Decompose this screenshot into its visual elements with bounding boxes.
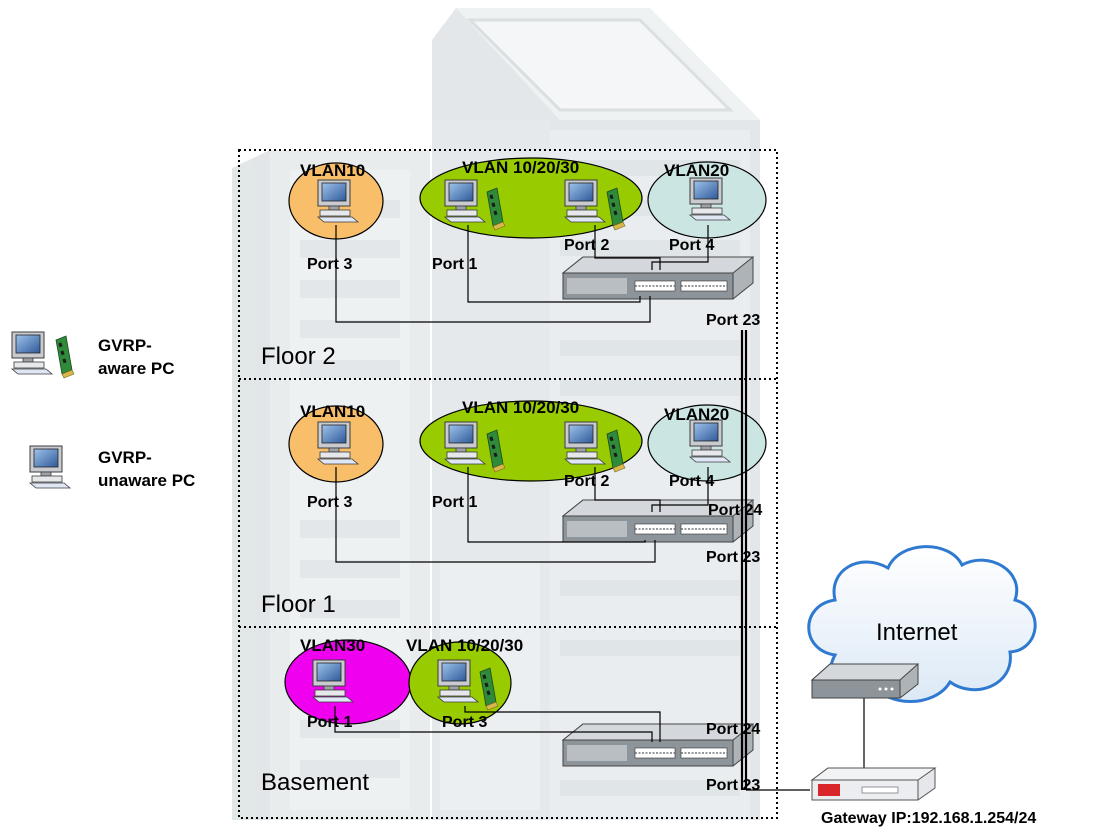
basement-cables bbox=[334, 706, 661, 742]
legend-aware-label: GVRP- aware PC bbox=[98, 334, 175, 380]
vlan-label: VLAN 10/20/30 bbox=[462, 398, 580, 417]
basement bbox=[284, 639, 754, 767]
port-label: Port 23 bbox=[706, 312, 761, 329]
gateway-ip-label: Gateway IP:192.168.1.254/24 bbox=[821, 810, 1037, 827]
floor-label: Floor 2 bbox=[261, 343, 336, 370]
port-label: Port 1 bbox=[307, 714, 353, 731]
vlan-label: VLAN10 bbox=[300, 402, 366, 421]
floor-label: Floor 1 bbox=[261, 591, 336, 618]
switch-icon bbox=[562, 256, 754, 300]
vlan-label: VLAN 10/20/30 bbox=[462, 158, 580, 177]
port-label: Port 3 bbox=[442, 714, 488, 731]
legend-aware-pc-icon bbox=[11, 331, 53, 375]
port-label: Port 1 bbox=[432, 494, 478, 511]
vlan-label: VLAN 10/20/30 bbox=[406, 636, 524, 655]
legend-unaware-line1: GVRP- bbox=[98, 448, 152, 467]
port-label: Port 4 bbox=[669, 473, 715, 490]
vlan-label: VLAN30 bbox=[300, 636, 366, 655]
legend-network-card-icon bbox=[55, 335, 75, 379]
floor2-cables bbox=[335, 225, 709, 323]
gateway-firewall-icon bbox=[810, 767, 937, 801]
router-icon bbox=[810, 663, 920, 699]
port-label: Port 24 bbox=[706, 721, 761, 738]
legend-aware-line1: GVRP- bbox=[98, 336, 152, 355]
port-label: Port 3 bbox=[307, 256, 353, 273]
floor-1 bbox=[288, 400, 767, 563]
internet-label: Internet bbox=[876, 619, 958, 646]
port-label: Port 24 bbox=[708, 502, 763, 519]
internet-cloud-icon bbox=[807, 545, 1037, 703]
port-label: Port 4 bbox=[669, 237, 715, 254]
vlan-label: VLAN20 bbox=[664, 405, 730, 424]
legend-aware-line2: aware PC bbox=[98, 359, 175, 378]
port-label: Port 23 bbox=[706, 777, 761, 794]
legend-unaware-pc-icon bbox=[29, 445, 71, 489]
legend-unaware-line2: unaware PC bbox=[98, 471, 196, 490]
floor-label: Basement bbox=[261, 769, 370, 796]
port-label: Port 2 bbox=[564, 473, 610, 490]
vlan-label: VLAN10 bbox=[300, 161, 366, 180]
port-label: Port 1 bbox=[432, 256, 478, 273]
floor-2 bbox=[288, 157, 767, 323]
port-label: Port 3 bbox=[307, 494, 353, 511]
port-label: Port 23 bbox=[706, 549, 761, 566]
floor1-cables bbox=[335, 467, 709, 563]
floor-boundaries bbox=[238, 149, 778, 819]
port-label: Port 2 bbox=[564, 237, 610, 254]
backbone-cables bbox=[740, 330, 748, 790]
legend-unaware-label: GVRP- unaware PC bbox=[98, 446, 195, 492]
vlan-label: VLAN20 bbox=[664, 161, 730, 180]
legend bbox=[11, 331, 75, 489]
